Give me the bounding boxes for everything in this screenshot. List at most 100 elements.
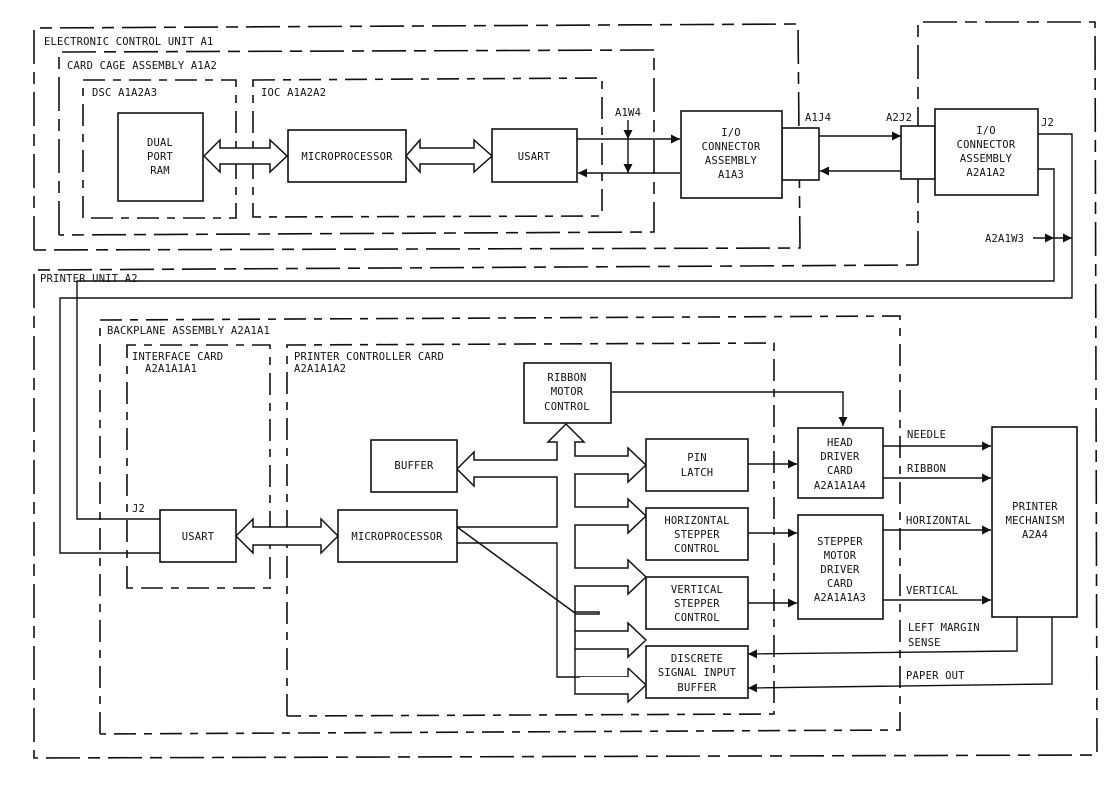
label-dsc: DSC A1A2A3 [92, 87, 157, 99]
label-j2-top: J2 [1041, 117, 1054, 129]
io-a1a3-line-2: CONNECTOR [702, 141, 761, 153]
enclosure-printer-unit-top: PRINTER UNIT A2 [33, 21, 1098, 759]
buffer-label: BUFFER [394, 460, 434, 472]
io-a2a1a2-line-1: I/O [976, 125, 996, 137]
discrete-line-3: BUFFER [677, 682, 717, 694]
enclosure-backplane: BACKPLANE ASSEMBLY A2A1A1 [99, 315, 901, 735]
printer-mech-line-3: A2A4 [1022, 529, 1048, 541]
line-paper-out [747, 617, 1053, 693]
label-j2-interface: J2 [132, 503, 145, 515]
label-paper-out: PAPER OUT [906, 670, 965, 682]
vstep-line-2: STEPPER [674, 598, 720, 610]
line-ribbon-to-head-driver [612, 391, 848, 426]
discrete-line-2: SIGNAL INPUT [658, 667, 737, 679]
block-interface-usart: USART [159, 509, 237, 563]
ribbon-motor-line-3: CONTROL [544, 401, 590, 413]
line-left-margin-sense [747, 617, 1018, 659]
label-horizontal: HORIZONTAL [906, 515, 971, 527]
io-a2a1a2-line-2: CONNECTOR [957, 139, 1016, 151]
enclosure-interface-card: INTERFACE CARD A2A1A1A1 [126, 344, 271, 589]
enclosure-electronic-control-unit: ELECTRONIC CONTROL UNIT A1 [33, 23, 801, 251]
connector-a1j4 [781, 127, 820, 181]
cable-j2-outer [59, 133, 1073, 554]
block-horizontal-stepper: HORIZONTAL STEPPER CONTROL [645, 507, 749, 561]
enclosure-card-cage: CARD CAGE ASSEMBLY A1A2 [58, 49, 655, 236]
label-interface-card-2: A2A1A1A1 [145, 363, 197, 375]
bus-micro-usart [405, 138, 494, 174]
label-printer-controller-2: A2A1A1A2 [294, 363, 346, 375]
enclosure-ioc: IOC A1A2A2 [252, 77, 603, 218]
block-discrete-input-buffer: DISCRETE SIGNAL INPUT BUFFER [645, 645, 749, 699]
block-dual-port-ram: DUAL PORT RAM [117, 112, 204, 202]
if-usart-label: USART [182, 531, 215, 543]
head-driver-line-3: CARD [827, 465, 853, 477]
label-a1w4: A1W4 [615, 107, 641, 119]
block-buffer: BUFFER [370, 439, 458, 493]
block-printer-mechanism: PRINTER MECHANISM A2A4 [991, 426, 1078, 618]
discrete-line-1: DISCRETE [671, 653, 723, 665]
block-ioc-microprocessor: MICROPROCESSOR [287, 129, 407, 183]
label-card-cage: CARD CAGE ASSEMBLY A1A2 [67, 60, 217, 72]
io-a2a1a2-line-3: ASSEMBLY [960, 153, 1013, 165]
block-io-connector-a1a3: I/O CONNECTOR ASSEMBLY A1A3 [680, 110, 783, 199]
block-controller-microprocessor: MICROPROCESSOR [337, 509, 458, 563]
printer-mech-line-1: PRINTER [1012, 501, 1058, 513]
hstep-line-1: HORIZONTAL [664, 515, 729, 527]
head-driver-line-4: A2A1A1A4 [814, 480, 866, 492]
label-ecu: ELECTRONIC CONTROL UNIT A1 [44, 36, 214, 48]
enclosure-dsc: DSC A1A2A3 [82, 79, 237, 219]
stepper-driver-line-3: DRIVER [820, 564, 860, 576]
stepper-driver-line-2: MOTOR [824, 550, 857, 562]
label-interface-card-1: INTERFACE CARD [132, 351, 223, 363]
label-a2a1w3: A2A1W3 [985, 233, 1024, 245]
block-io-connector-a2a1a2: I/O CONNECTOR ASSEMBLY A2A1A2 [934, 108, 1039, 196]
dual-port-ram-line-3: RAM [150, 165, 170, 177]
ioc-microprocessor-label: MICROPROCESSOR [301, 151, 393, 163]
label-ribbon: RIBBON [907, 463, 946, 475]
hstep-line-2: STEPPER [674, 529, 720, 541]
pin-latch-line-1: PIN [687, 452, 707, 464]
vstep-line-1: VERTICAL [671, 584, 723, 596]
block-pin-latch: PIN LATCH [645, 438, 749, 492]
label-printer-unit: PRINTER UNIT A2 [40, 273, 138, 285]
enclosure-printer-controller: PRINTER CONTROLLER CARD A2A1A1A2 [286, 342, 775, 717]
stepper-driver-line-4: CARD [827, 578, 853, 590]
label-needle: NEEDLE [907, 429, 946, 441]
arrow-to-discrete [574, 649, 648, 704]
label-left-margin-2: SENSE [908, 637, 941, 649]
dual-port-ram-line-2: PORT [147, 151, 174, 163]
printer-mech-line-2: MECHANISM [1006, 515, 1065, 527]
connector-a2j2 [900, 125, 936, 180]
block-stepper-motor-driver-card: STEPPER MOTOR DRIVER CARD A2A1A1A3 [797, 514, 884, 620]
label-printer-controller-1: PRINTER CONTROLLER CARD [294, 351, 444, 363]
block-ribbon-motor-control: RIBBON MOTOR CONTROL [523, 362, 612, 424]
block-head-driver-card: HEAD DRIVER CARD A2A1A1A4 [797, 427, 884, 499]
dual-port-ram-line-1: DUAL [147, 137, 173, 149]
ribbon-motor-line-2: MOTOR [551, 386, 584, 398]
stepper-driver-line-5: A2A1A1A3 [814, 592, 866, 604]
bus-dpram-micro [202, 138, 289, 174]
bus-controller-main [454, 422, 648, 659]
label-ioc: IOC A1A2A2 [261, 87, 326, 99]
label-a2j2: A2J2 [886, 112, 912, 124]
label-backplane: BACKPLANE ASSEMBLY A2A1A1 [107, 325, 270, 337]
vstep-line-3: CONTROL [674, 612, 720, 624]
io-a1a3-line-4: A1A3 [718, 169, 744, 181]
head-driver-line-1: HEAD [827, 437, 853, 449]
label-vertical: VERTICAL [906, 585, 958, 597]
hstep-line-3: CONTROL [674, 543, 720, 555]
block-ioc-usart: USART [491, 128, 578, 183]
io-a1a3-line-3: ASSEMBLY [705, 155, 758, 167]
ribbon-motor-line-1: RIBBON [547, 372, 586, 384]
io-a2a1a2-line-4: A2A1A2 [966, 167, 1005, 179]
label-left-margin-1: LEFT MARGIN [908, 622, 980, 634]
block-vertical-stepper: VERTICAL STEPPER CONTROL [645, 576, 749, 630]
stepper-driver-line-1: STEPPER [817, 536, 863, 548]
ioc-usart-label: USART [518, 151, 551, 163]
cable-j2-inner [76, 168, 1055, 520]
head-driver-line-2: DRIVER [820, 451, 860, 463]
pc-microprocessor-label: MICROPROCESSOR [351, 531, 443, 543]
io-a1a3-line-1: I/O [721, 127, 741, 139]
label-a1j4: A1J4 [805, 112, 831, 124]
